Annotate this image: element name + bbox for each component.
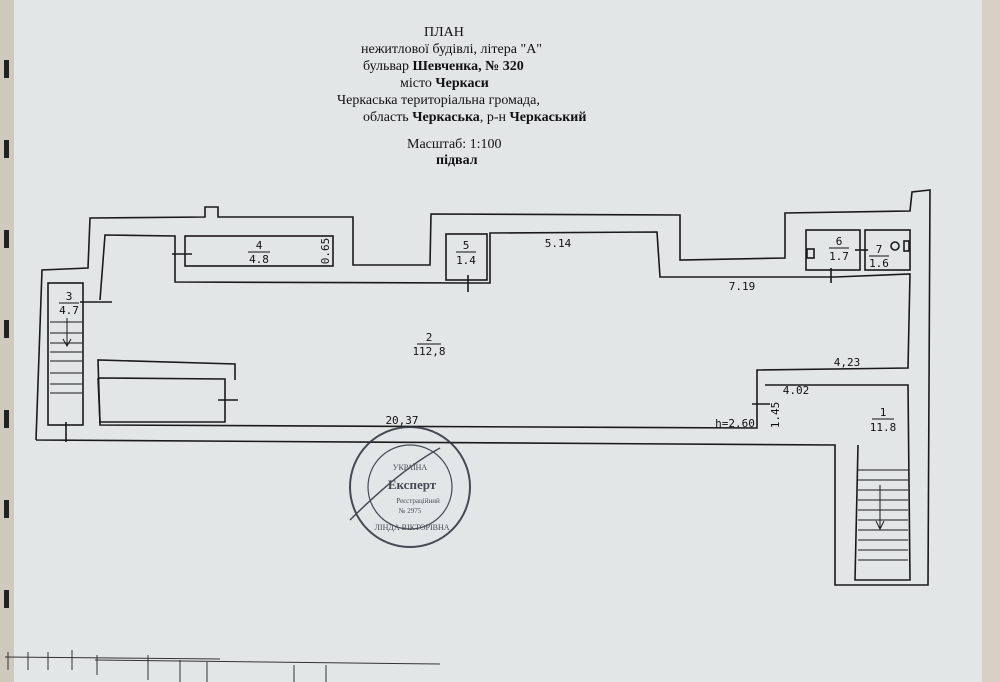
room-3-area: 4.7 — [59, 304, 79, 317]
background-edge — [982, 0, 1000, 682]
toilet-tank-icon — [903, 240, 910, 252]
district-name: Черкаський — [509, 110, 587, 125]
stamp-reg-text: Реєстраційний — [396, 497, 440, 505]
room-7-area: 1.6 — [869, 257, 889, 270]
bottom-frame-lines — [4, 650, 441, 682]
sheet-edge-mark — [4, 410, 9, 428]
room-5-number: 5 — [463, 239, 470, 252]
district-prefix: , р-н — [479, 110, 506, 125]
sink-icon — [806, 248, 815, 259]
sheet-edge-mark — [4, 500, 9, 518]
room-5-outline — [445, 233, 488, 281]
room-2-area: 112,8 — [412, 345, 445, 358]
room-1-area: 11.8 — [870, 421, 897, 434]
address-community: Черкаська територіальна громада, — [337, 93, 540, 108]
dimension-0-65: 0.65 — [319, 238, 332, 265]
dimension-7-19: 7.19 — [729, 280, 756, 293]
room-4-outline — [184, 235, 334, 267]
plan-title: ПЛАН — [424, 25, 464, 40]
floor-name: підвал — [436, 153, 478, 168]
stair-arrow-icon — [875, 520, 885, 531]
room-1-number: 1 — [880, 406, 887, 419]
region-prefix: область — [363, 110, 409, 125]
room-3-number: 3 — [66, 290, 73, 303]
sheet-edge-mark — [4, 230, 9, 248]
dimension-5-14: 5.14 — [545, 237, 572, 250]
stamp-name-text: ЛІНДА ВІКТОРІВНА — [375, 523, 450, 532]
dimension-20-37: 20,37 — [385, 414, 418, 427]
room-5-area: 1.4 — [456, 254, 476, 267]
city-name: Черкаси — [435, 76, 489, 91]
toilet-icon — [890, 241, 900, 251]
stair-arrow-icon — [62, 338, 72, 348]
dimension-4-02: 4.02 — [783, 384, 810, 397]
street-prefix: бульвар — [363, 59, 409, 74]
building-description: нежитлової будівлі, літера "А" — [361, 42, 543, 57]
room-labels: 4 4.8 5 1.4 6 1.7 7 1.6 2 112,8 3 4.7 1 … — [59, 235, 896, 434]
city-prefix: місто — [400, 76, 432, 91]
room-4-area: 4.8 — [249, 253, 269, 266]
sheet-edge-mark — [4, 60, 9, 78]
expert-stamp: УКРАЇНА Експерт Реєстраційний № 2975 ЛІН… — [349, 426, 471, 548]
dimension-4-23: 4,23 — [834, 356, 861, 369]
ceiling-height: h=2.60 — [715, 417, 755, 430]
sheet-edge-mark — [4, 140, 9, 158]
room-2-number: 2 — [426, 331, 433, 344]
region-name: Черкаська — [412, 110, 480, 125]
stamp-top-text: УКРАЇНА — [393, 463, 428, 472]
address-city: місто Черкаси — [400, 76, 489, 92]
stair-treads — [50, 318, 908, 561]
storage-wall — [97, 377, 226, 423]
room-1-outline — [765, 384, 911, 581]
inner-wall — [97, 231, 911, 429]
room-7-number: 7 — [876, 243, 883, 256]
outer-wall — [35, 189, 931, 586]
stamp-center-text: Експерт — [388, 477, 437, 492]
stamp-number-text: № 2975 — [399, 507, 422, 515]
address-region: область Черкаська, р-н Черкаський — [363, 110, 586, 126]
address-street: бульвар Шевченка, № 320 — [363, 59, 524, 75]
room-6-number: 6 — [836, 235, 843, 248]
walls — [35, 189, 931, 586]
room-6-area: 1.7 — [829, 250, 849, 263]
street-name: Шевченка, № 320 — [412, 59, 524, 74]
document-sheet — [14, 0, 984, 682]
room-4-number: 4 — [256, 239, 263, 252]
dimension-1-45: 1.45 — [769, 402, 782, 429]
plan-scale: Масштаб: 1:100 — [407, 137, 502, 152]
sheet-edge-mark — [4, 320, 9, 338]
sheet-edge-mark — [4, 590, 9, 608]
